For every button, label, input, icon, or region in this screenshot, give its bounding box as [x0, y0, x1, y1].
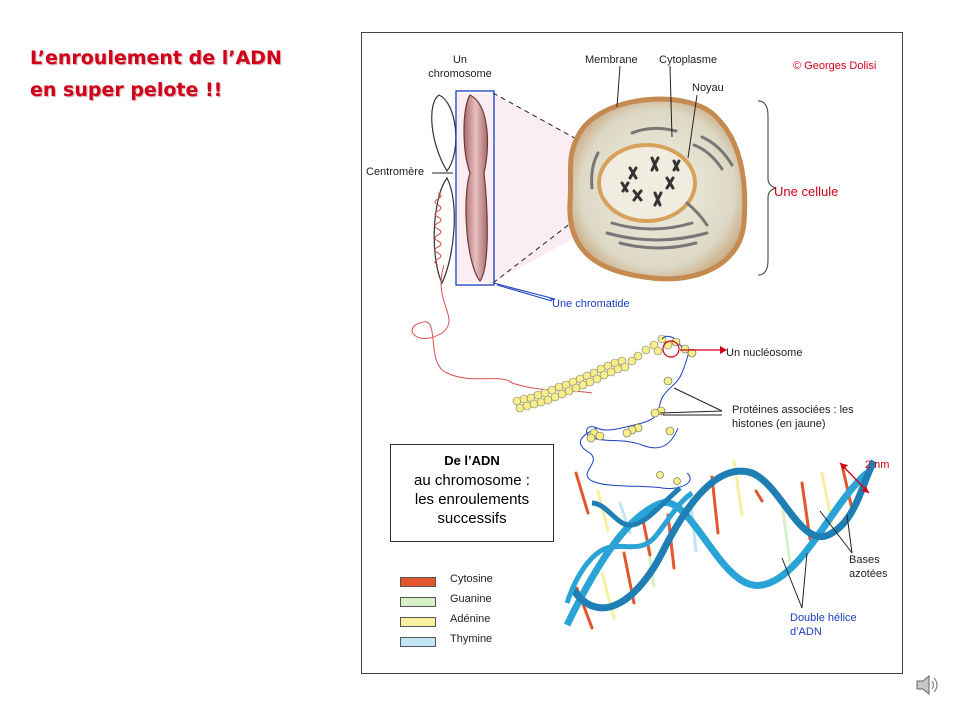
two-nm-arrowhead-top: [840, 463, 848, 470]
label-bases: Bases azotées: [849, 553, 888, 581]
label-proteines-line-2: histones (en jaune): [732, 418, 826, 430]
label-chromatide: Une chromatide: [552, 298, 630, 310]
legend-swatch-cytosine: [400, 577, 436, 587]
title-line-2: en super pelote !!: [30, 79, 223, 101]
cell-brace: [757, 100, 777, 276]
nucleus-chromosomes: [620, 156, 681, 207]
chromatide-pointer-curve: [493, 282, 556, 300]
label-double-helice-line-2: d’ADN: [790, 626, 822, 638]
chromatide-pointer: [496, 284, 553, 302]
legend-label-cytosine: Cytosine: [450, 573, 493, 585]
caption-box: De l’ADN au chromosome : les enroulement…: [390, 444, 554, 542]
dna-figure: Un chromosome Membrane Cytoplasme Noyau …: [361, 32, 903, 674]
title-line-1: L’enroulement de l’ADN: [30, 47, 282, 69]
helix-pointer-1: [781, 557, 803, 609]
bases-pointer-2: [846, 514, 853, 554]
caption-title: De l’ADN: [444, 453, 500, 468]
speaker-icon[interactable]: [914, 672, 940, 698]
nucleosome-highlight: [662, 340, 680, 358]
legend-label-guanine: Guanine: [450, 593, 492, 605]
histone-pointer-1: [673, 387, 723, 412]
label-bases-line-1: Bases: [849, 554, 880, 566]
label-nucleosome: Un nucléosome: [726, 347, 803, 359]
label-membrane: Membrane: [585, 54, 638, 66]
label-double-helice-line-1: Double hélice: [790, 612, 857, 624]
caption-line-2: les enroulements: [414, 491, 530, 508]
label-chromosome: Un chromosome: [428, 53, 492, 81]
noyau-pointer: [687, 94, 698, 159]
helix-pointer-2: [801, 552, 808, 609]
label-proteines-line-1: Protéines associées : les: [732, 404, 854, 416]
chromatid-highlight: [455, 90, 495, 286]
membrane-pointer: [616, 65, 621, 108]
label-centromere: Centromère: [366, 166, 425, 178]
legend-swatch-guanine: [400, 597, 436, 607]
chromosome: [431, 94, 489, 285]
label-proteines: Protéines associées : les histones (en j…: [732, 403, 854, 431]
label-cellule: Une cellule: [774, 184, 839, 199]
label-double-helice: Double hélice d’ADN: [790, 611, 857, 639]
legend-label-thymine: Thymine: [450, 633, 493, 645]
nucleosome-arrowhead: [720, 346, 727, 354]
nucleosome-fiber: [512, 334, 673, 413]
label-cytoplasme: Cytoplasme: [659, 54, 718, 66]
label-chromosome-line-1: Un: [452, 54, 468, 66]
histone-pointer-2: [659, 410, 723, 414]
cytoplasme-pointer: [669, 65, 673, 138]
legend-swatch-thymine: [400, 637, 436, 647]
slide-title: L’enroulement de l’ADN en super pelote !…: [30, 42, 282, 106]
dna-double-helix: [563, 459, 878, 630]
label-noyau: Noyau: [692, 82, 724, 94]
label-chromosome-line-2: chromosome: [428, 68, 492, 80]
zoom-projection: [457, 93, 622, 283]
two-nm-arrowhead-bottom: [861, 486, 869, 493]
copyright: © Georges Dolisi: [793, 60, 877, 72]
label-bases-line-2: azotées: [849, 568, 888, 580]
caption-line-3: successifs: [437, 510, 507, 527]
legend-swatch-adenine: [400, 617, 436, 627]
legend-label-adenine: Adénine: [450, 613, 491, 625]
label-2nm: 2 nm: [865, 459, 890, 471]
zoom-line-bottom: [492, 192, 611, 284]
caption-body: au chromosome : les enroulements success…: [391, 471, 553, 528]
cell: [567, 96, 748, 282]
beads-on-string: [579, 335, 697, 490]
caption-line-1: au chromosome :: [414, 472, 530, 489]
figure-drawing: [411, 65, 878, 630]
nucleus: [597, 143, 697, 223]
bases-pointer-1: [819, 510, 853, 554]
endoplasmic-reticulum: [590, 126, 734, 250]
